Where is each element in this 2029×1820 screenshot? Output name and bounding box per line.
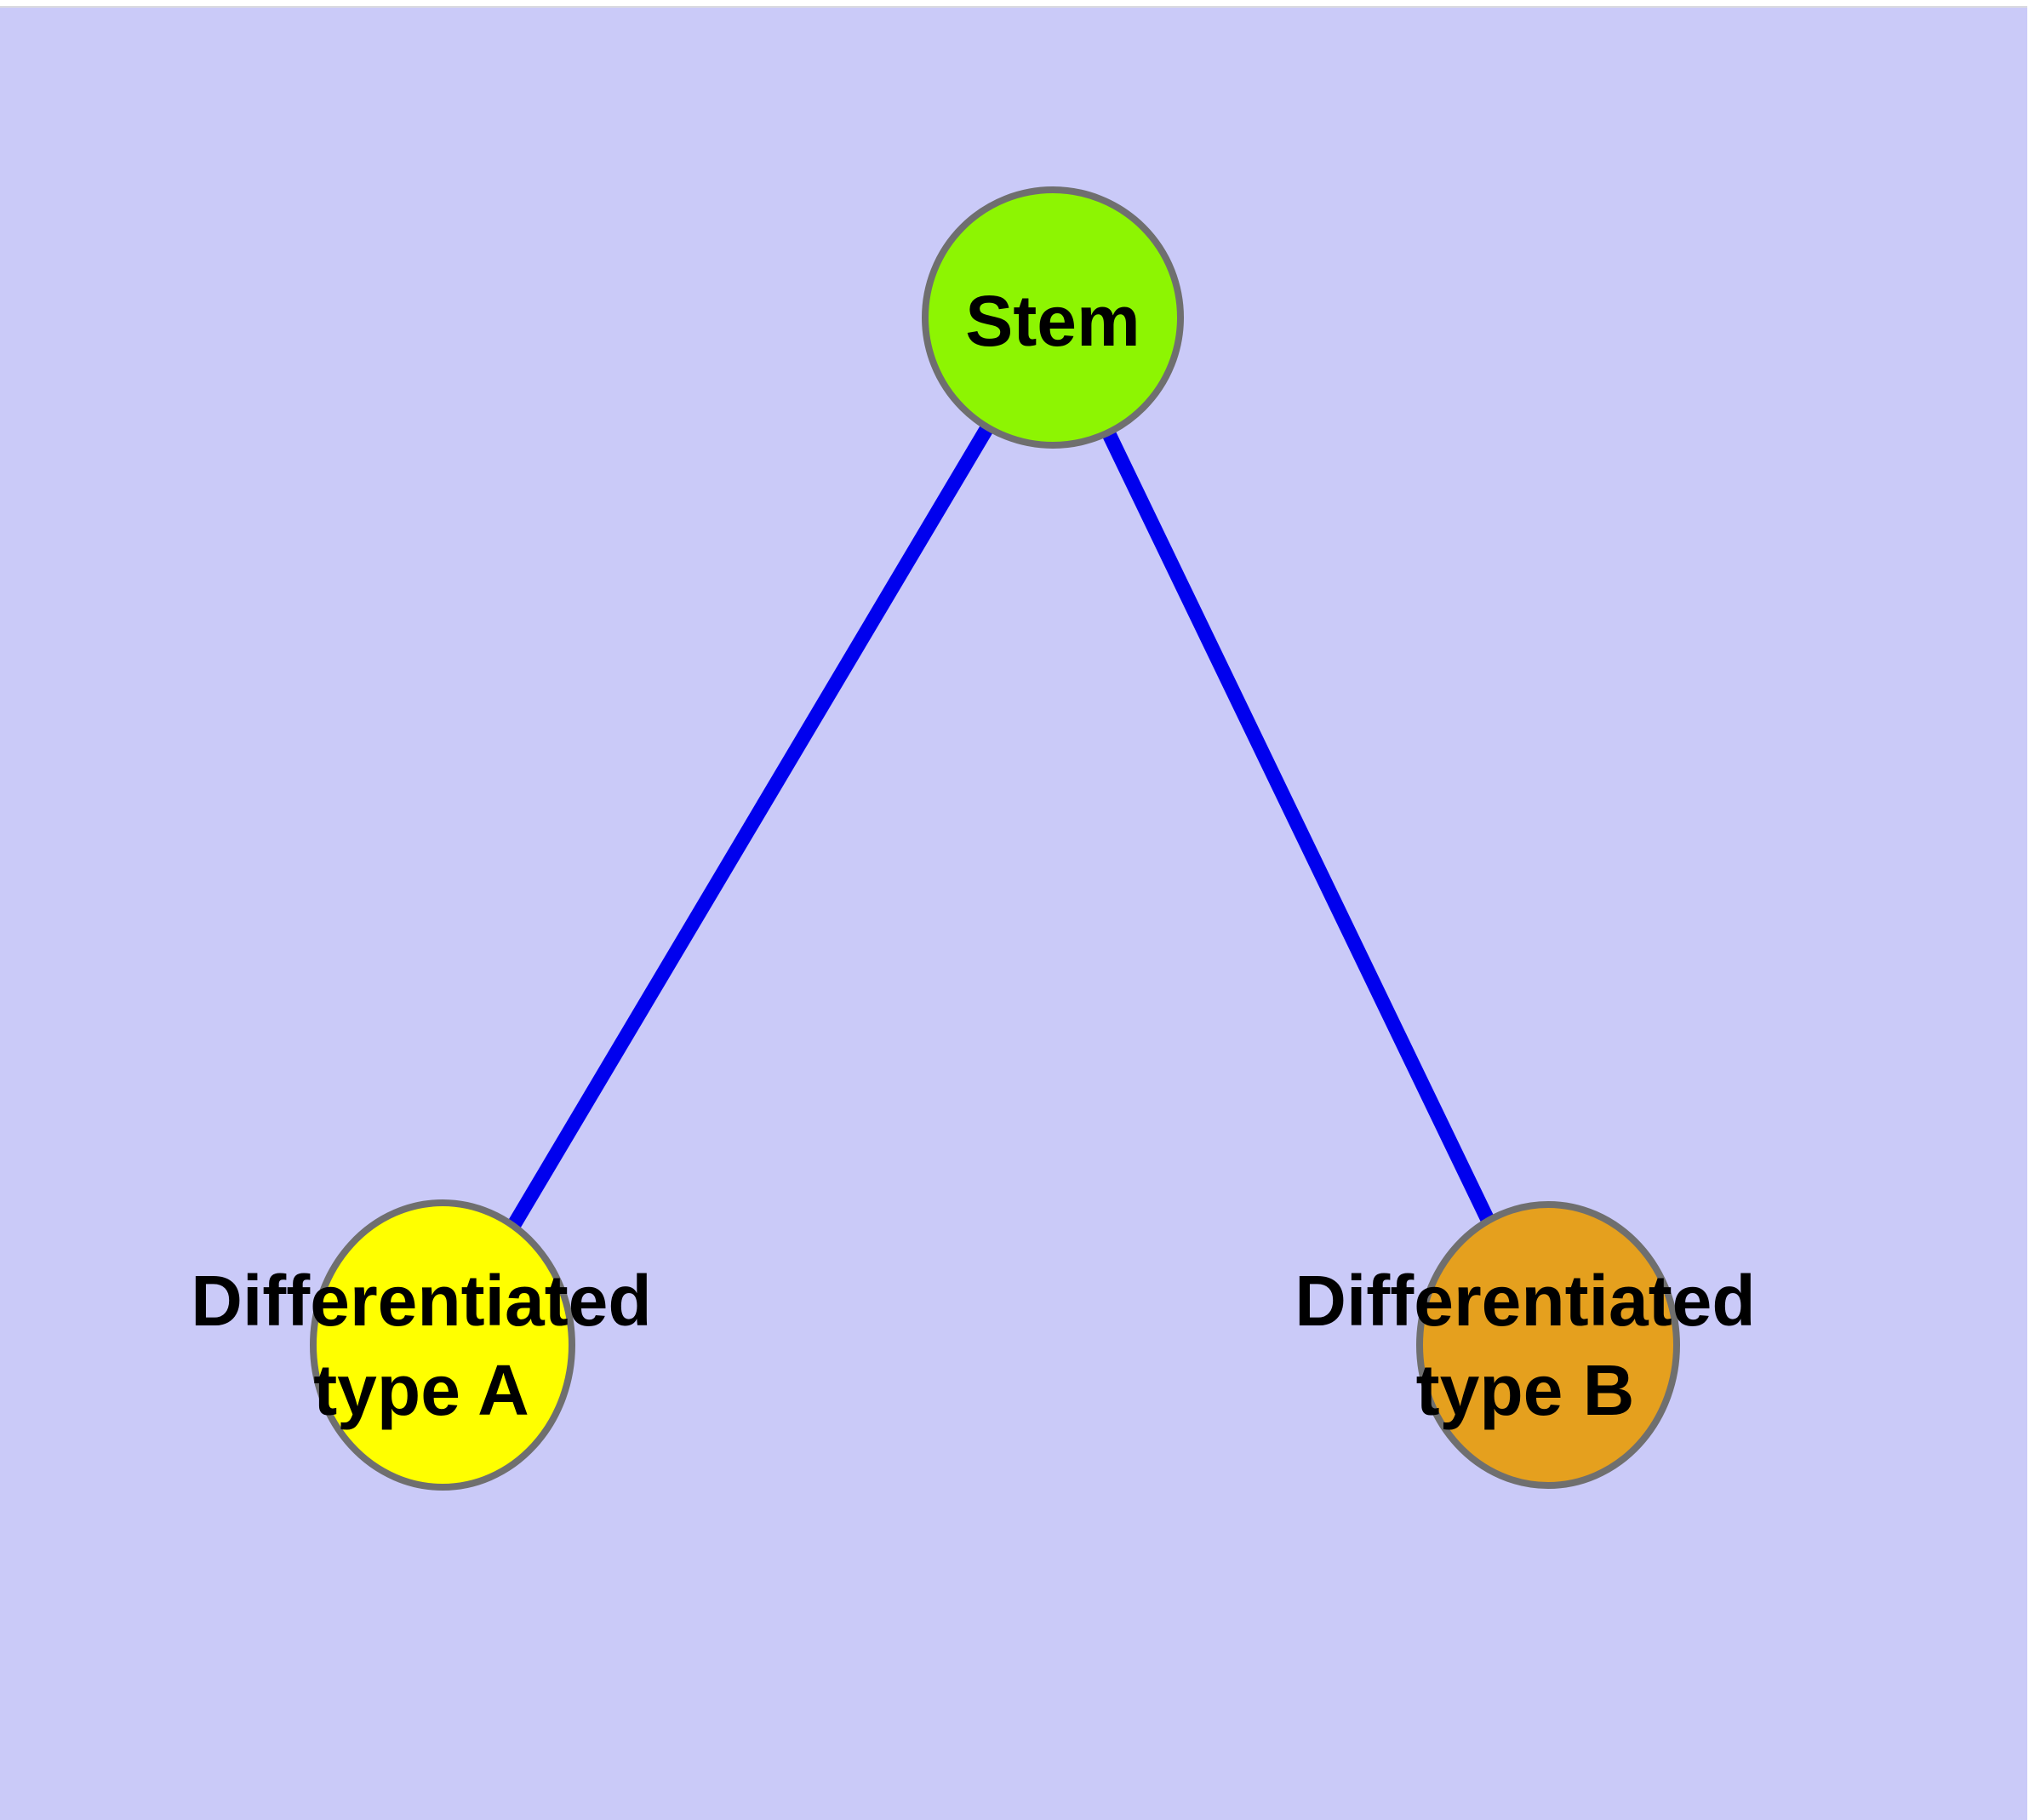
node-type-a-label-line2: type A	[313, 1350, 529, 1430]
node-type-b-label-line2: type B	[1416, 1350, 1635, 1430]
top-margin-strip	[0, 0, 2029, 6]
node-differentiated-type-a	[310, 1199, 575, 1491]
edge-stem-to-type-b	[1046, 314, 1555, 1348]
node-differentiated-type-b	[1416, 1201, 1680, 1489]
node-stem-label: Stem	[965, 281, 1140, 361]
top-margin-divider	[0, 6, 2029, 8]
edge-stem-to-type-a	[436, 313, 1060, 1349]
right-margin-strip	[2027, 0, 2029, 1820]
node-type-b-label-line1: Differentiated	[1295, 1261, 1755, 1341]
node-type-a-label-line1: Differentiated	[191, 1261, 651, 1341]
node-stem	[922, 186, 1184, 449]
